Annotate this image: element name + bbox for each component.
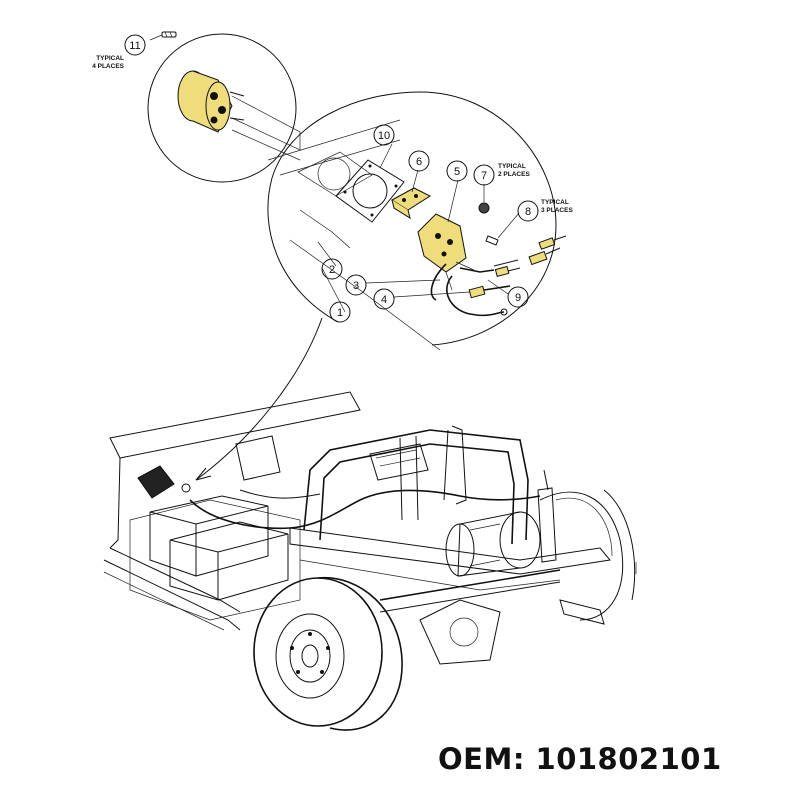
svg-text:TYPICAL: TYPICAL <box>541 199 569 206</box>
callout-9: 9 <box>507 286 529 308</box>
svg-text:3: 3 <box>353 280 359 292</box>
nut-part <box>478 202 490 214</box>
note-typical-4-places: TYPICAL 4 PLACES <box>92 55 124 70</box>
svg-text:7: 7 <box>481 170 487 182</box>
motor <box>445 511 541 577</box>
cover-cap-part <box>391 187 432 220</box>
svg-text:4 PLACES: 4 PLACES <box>92 63 124 70</box>
detail-view-receptacle <box>147 31 301 183</box>
callout-1: 1 <box>329 301 351 323</box>
callout-4: 4 <box>373 288 395 310</box>
charger-receptacle-part <box>177 70 245 133</box>
leader-lines <box>317 143 520 313</box>
svg-text:TYPICAL: TYPICAL <box>498 163 526 170</box>
svg-text:9: 9 <box>515 292 521 304</box>
svg-text:6: 6 <box>416 156 422 168</box>
svg-text:8: 8 <box>525 206 531 218</box>
svg-text:4: 4 <box>381 294 387 306</box>
svg-text:1: 1 <box>337 307 343 319</box>
svg-text:2 PLACES: 2 PLACES <box>498 171 530 178</box>
gasket-part <box>335 159 405 223</box>
svg-text:5: 5 <box>454 166 460 178</box>
callout-10: 10 <box>373 124 395 146</box>
svg-text:2: 2 <box>329 264 335 276</box>
cart-chassis-drawing <box>103 391 637 731</box>
screw-part-small <box>485 235 499 246</box>
callout-8: 8 <box>517 200 539 222</box>
svg-text:11: 11 <box>129 40 140 52</box>
svg-text:3 PLACES: 3 PLACES <box>541 207 573 214</box>
screw-part <box>161 31 177 38</box>
note-typical-2-places: TYPICAL 2 PLACES <box>498 163 530 178</box>
callout-2: 2 <box>321 258 343 280</box>
callout-3: 3 <box>345 274 367 296</box>
svg-text:10: 10 <box>378 130 390 142</box>
note-typical-3-places: TYPICAL 3 PLACES <box>541 199 573 214</box>
receptacle-body-part <box>417 213 475 291</box>
detail-view-exploded <box>267 91 567 351</box>
callout-7: 7 <box>473 164 495 186</box>
location-arrow <box>195 317 323 481</box>
callout-5: 5 <box>446 160 468 182</box>
svg-text:TYPICAL: TYPICAL <box>96 55 124 62</box>
callout-6: 6 <box>408 150 430 172</box>
oem-part-number: OEM: 101802101 <box>438 742 722 776</box>
callout-11: 11 <box>124 34 146 56</box>
wheel <box>253 576 403 731</box>
wire-connector-part <box>468 237 556 299</box>
